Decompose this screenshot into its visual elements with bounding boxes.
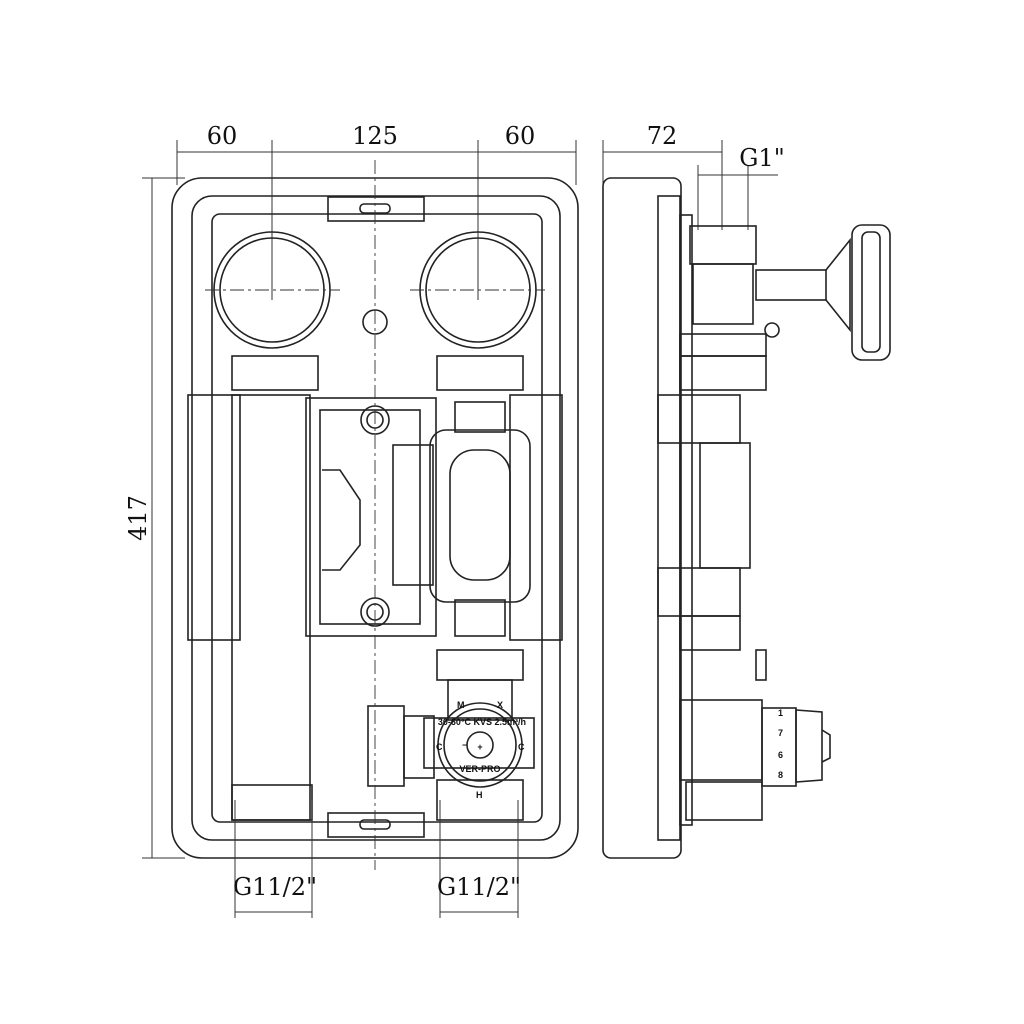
top-dimensions: 60 125 60 — [176, 122, 577, 300]
dim-height: 417 — [124, 495, 152, 541]
dim-top-thread: G1" — [739, 144, 784, 172]
valve-port-h: H — [476, 790, 483, 800]
thermo-scale-7: 7 — [778, 728, 783, 738]
valve-port-x: X — [497, 700, 503, 710]
valve-scale-text: 30-60°C KVS 2.5m³/h — [438, 717, 526, 727]
valve-port-c-left: C — [436, 742, 443, 752]
front-view — [171, 160, 579, 870]
bottom-dimensions: G11/2" G11/2" — [233, 800, 521, 918]
valve-port-m: M — [457, 700, 465, 710]
dim-bottom-left-thread: G11/2" — [233, 873, 317, 901]
dim-center-spacing: 125 — [352, 122, 398, 150]
thermo-scale-6: 6 — [778, 750, 783, 760]
dim-depth: 72 — [647, 122, 678, 150]
valve-minus: − — [462, 740, 467, 750]
valve-port-c-right: C — [518, 742, 525, 752]
mixing-valve: + 30-60°C KVS 2.5m³/h VER-PRO M X C C H … — [423, 700, 535, 800]
dim-left-offset: 60 — [207, 122, 238, 150]
side-view: 72 G1" 1 7 6 8 — [602, 122, 891, 859]
thermo-scale-1: 1 — [778, 708, 783, 718]
height-dimension: 417 — [124, 177, 185, 859]
dim-right-offset: 60 — [505, 122, 536, 150]
valve-brand: VER-PRO — [459, 764, 500, 774]
thermo-scale-8: 8 — [778, 770, 783, 780]
valve-plus: + — [477, 742, 482, 752]
dim-bottom-right-thread: G11/2" — [437, 873, 521, 901]
